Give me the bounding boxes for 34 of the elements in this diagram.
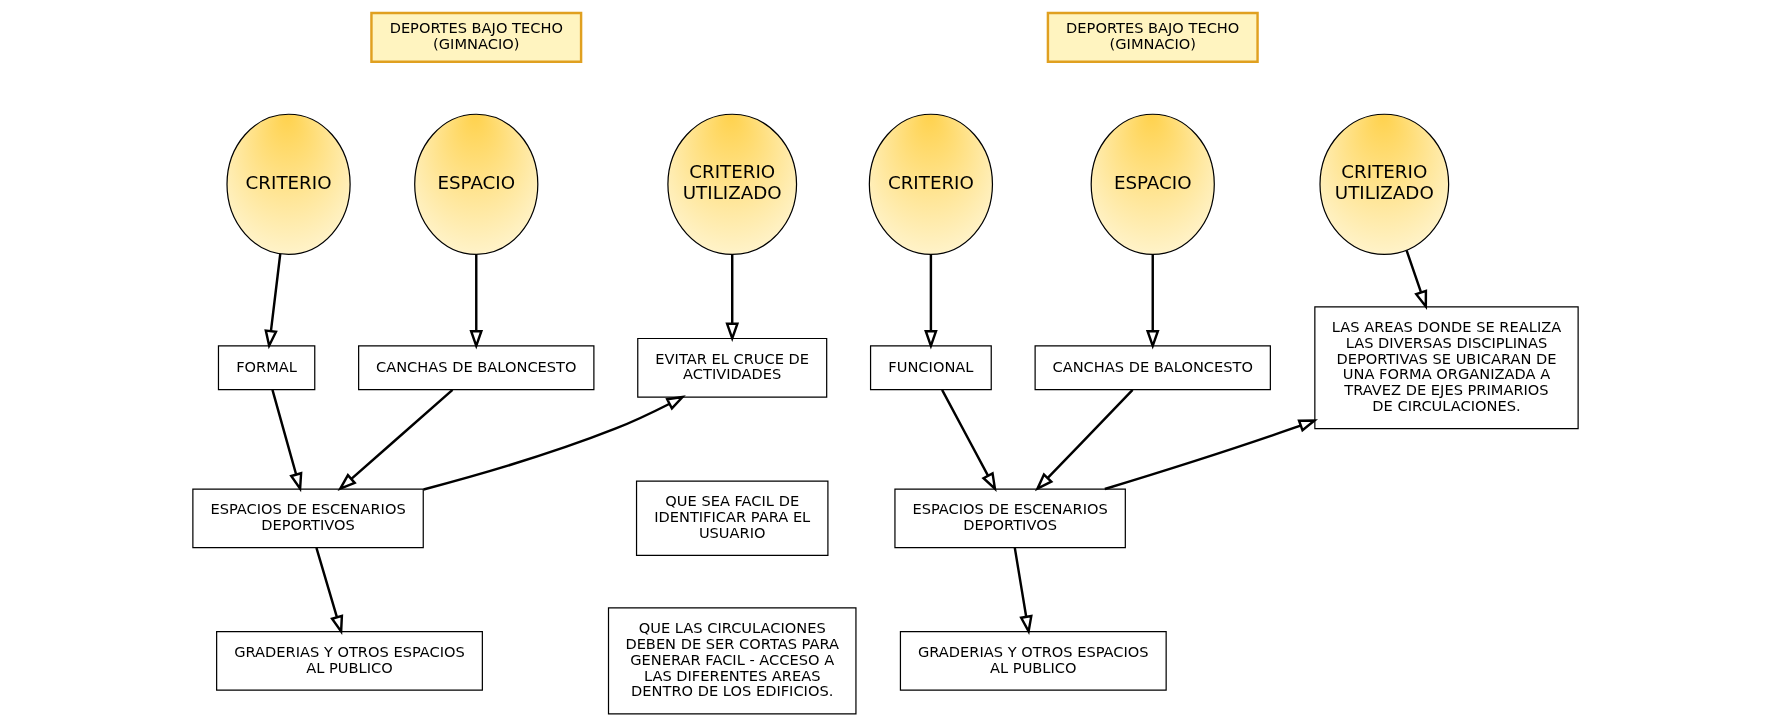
node-box: CANCHAS DE BALONCESTO (1034, 345, 1271, 391)
node-ellipse: ESPACIO (414, 113, 539, 255)
node-box: FUNCIONAL (869, 345, 992, 391)
arrow (1034, 389, 1134, 492)
node-box: GRADERIAS Y OTROS ESPACIOS AL PUBLICO (216, 631, 483, 691)
node-box: QUE SEA FACIL DE IDENTIFICAR PARA EL USUARIO (635, 480, 829, 557)
node-box: FORMAL (217, 345, 316, 391)
arrow (264, 253, 282, 350)
node-ellipse: CRITERIO (226, 113, 351, 255)
node-box: ESPACIOS DE ESCENARIOS DEPORTIVOS (894, 488, 1126, 549)
arrow (337, 388, 454, 492)
arrow (941, 389, 997, 492)
arrow (1405, 250, 1428, 310)
node-box: QUE LAS CIRCULACIONES DEBEN DE SER CORTAS PARA GENERAR FACIL - ACCESO A LAS DIFERENTES AREAS DENTRO DE LOS EDIFICIOS. (607, 607, 857, 715)
arrow (1013, 547, 1033, 635)
node-box: GRADERIAS Y OTROS ESPACIOS AL PUBLICO (899, 631, 1167, 691)
node-box: EVITAR EL CRUCE DE ACTIVIDADES (637, 337, 828, 398)
arrow (725, 254, 740, 343)
arrow (924, 254, 938, 350)
arrow (1104, 419, 1318, 491)
node-box: LAS AREAS DONDE SE REALIZA LAS DIVERSAS DISCIPLINAS DEPORTIVAS SE UBICARAN DE UNA FORMA ORGANIZADA A TRAVEZ DE EJES PRIMARIOS DE CIRCULACIONES. (1314, 306, 1579, 430)
node-circle: CRITERIO UTILIZADO (667, 113, 798, 255)
node-box: DEPORTES BAJO TECHO (GIMNACIO) (1046, 11, 1259, 64)
node-box: CANCHAS DE BALONCESTO (358, 345, 595, 391)
node-ellipse: CRITERIO (868, 113, 994, 255)
arrow (271, 389, 303, 493)
arrow (469, 254, 484, 350)
node-circle: CRITERIO UTILIZADO (1319, 113, 1450, 255)
arrow (423, 395, 686, 491)
node-box: DEPORTES BAJO TECHO (GIMNACIO) (370, 11, 583, 64)
node-box: ESPACIOS DE ESCENARIOS DEPORTIVOS (192, 488, 424, 549)
arrow (1145, 254, 1160, 350)
arrow (315, 547, 344, 635)
node-ellipse: ESPACIO (1090, 113, 1215, 255)
